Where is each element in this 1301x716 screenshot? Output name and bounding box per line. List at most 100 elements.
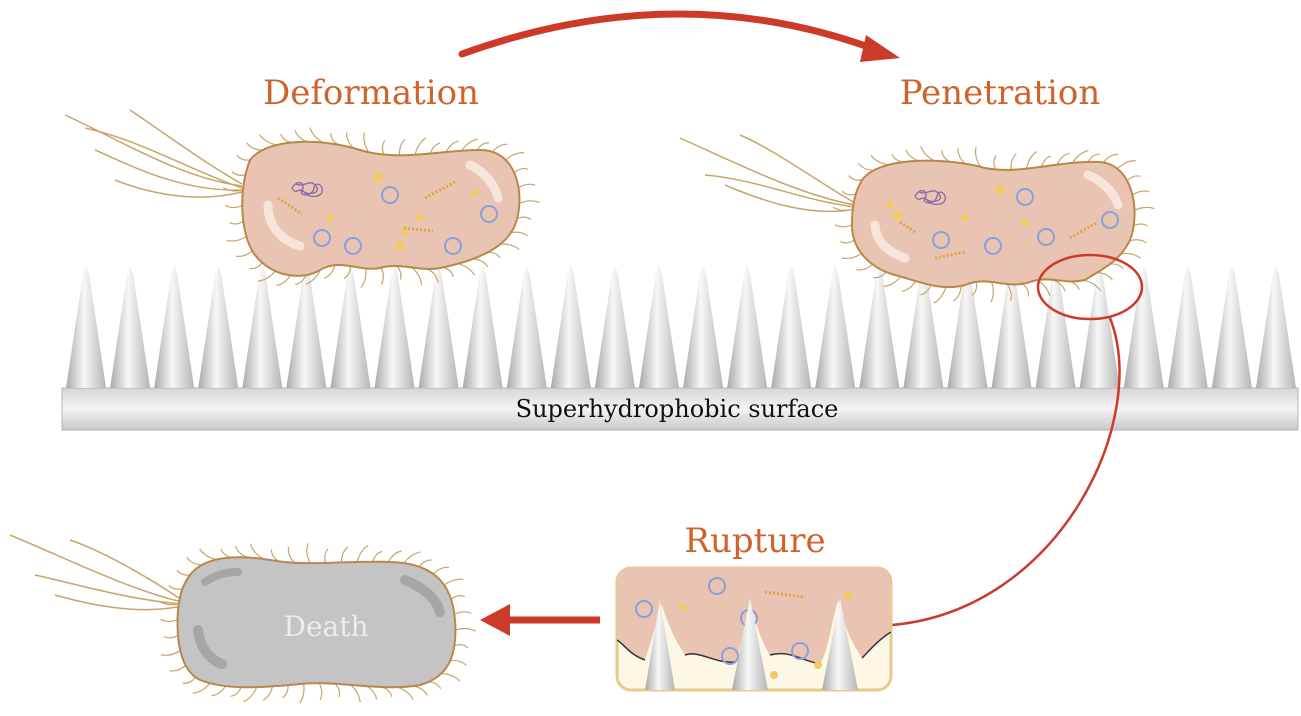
pilus	[294, 130, 308, 143]
pilus	[442, 266, 454, 278]
vesicles	[932, 188, 1119, 255]
nanopillar	[66, 266, 107, 388]
pilus	[222, 187, 244, 192]
pilus	[458, 263, 476, 276]
pilus	[1132, 190, 1150, 196]
pilus	[518, 183, 536, 189]
arrow-left-head	[480, 604, 510, 636]
nanopillar	[242, 266, 283, 388]
nanopillar	[198, 266, 239, 388]
pilus	[169, 664, 187, 672]
zoom-highlight	[1036, 253, 1144, 321]
pilus	[411, 267, 423, 286]
pilus	[1126, 175, 1141, 182]
pilus	[398, 138, 406, 156]
pilus	[454, 644, 469, 649]
pilus	[856, 263, 873, 271]
pilus	[295, 274, 307, 286]
pilus	[186, 556, 202, 566]
nanopillar	[154, 266, 195, 388]
pilus	[971, 281, 978, 296]
pilus	[176, 569, 191, 576]
pilus	[229, 220, 244, 225]
pilus	[387, 550, 402, 563]
pilus	[883, 276, 902, 288]
pilus	[1006, 283, 1012, 301]
pilus	[334, 683, 341, 698]
flagella	[9, 534, 183, 611]
pilus	[199, 548, 217, 561]
pilus	[343, 266, 352, 279]
pilus	[350, 684, 361, 703]
nanopillar	[683, 266, 724, 388]
pilus	[372, 550, 383, 562]
pilus	[324, 548, 329, 564]
pilus	[246, 142, 263, 151]
pilus	[1129, 239, 1147, 244]
nanopillar	[947, 266, 988, 388]
nucleoid	[291, 182, 323, 198]
pilus	[905, 149, 920, 162]
nanopillar	[727, 266, 768, 388]
pilus	[305, 269, 321, 285]
pilus	[1133, 223, 1148, 227]
rupture-inset	[615, 566, 893, 692]
pilus	[309, 127, 324, 144]
pilus	[834, 224, 853, 228]
pilus	[455, 627, 476, 632]
pilus	[158, 600, 179, 606]
pilus	[1021, 283, 1030, 297]
nanopillar	[1255, 266, 1296, 388]
pilus	[418, 559, 432, 568]
pilus	[182, 676, 197, 684]
pilus	[450, 659, 467, 666]
pilus	[1109, 263, 1124, 270]
curved-arrow-head	[860, 35, 900, 62]
pilus	[974, 147, 981, 168]
nanopillar	[771, 266, 812, 388]
pilus	[363, 132, 370, 153]
nanopillar	[903, 266, 944, 388]
nanopillar	[594, 266, 635, 388]
pilus	[414, 137, 427, 155]
pilus	[259, 134, 277, 146]
pilus	[1072, 150, 1089, 164]
label-penetration: Penetration	[900, 73, 1101, 113]
pilus	[280, 133, 293, 144]
pilus	[957, 148, 966, 165]
pilus	[306, 543, 311, 564]
pilus	[990, 281, 994, 303]
nanopillar	[859, 266, 900, 388]
label-deformation: Deformation	[263, 73, 479, 113]
ribosome-chains	[899, 220, 1099, 260]
vesicles	[313, 186, 498, 255]
pilus	[1102, 153, 1119, 163]
label-rupture: Rupture	[684, 521, 825, 561]
nanopillar	[991, 266, 1032, 388]
pilus	[224, 204, 243, 209]
pilus	[1121, 252, 1142, 259]
pilus	[192, 682, 211, 694]
pilus	[287, 546, 295, 564]
pilus	[249, 262, 263, 270]
flagella	[679, 134, 856, 213]
pilus	[168, 584, 183, 590]
pilus	[516, 216, 532, 221]
pilus	[1056, 152, 1070, 165]
pilus	[249, 543, 264, 560]
pilus	[832, 206, 853, 211]
pilus	[901, 280, 917, 292]
pilus	[360, 268, 367, 289]
pilus	[1116, 160, 1136, 170]
bacterium-deformation	[64, 109, 540, 289]
pilus	[891, 153, 904, 163]
pilus	[160, 618, 178, 622]
pilus	[472, 258, 489, 268]
nanopillar	[1211, 266, 1252, 388]
pilus	[1041, 155, 1052, 167]
pilus	[356, 544, 369, 563]
pilus	[340, 546, 349, 563]
pilus	[211, 685, 226, 697]
pilus	[487, 251, 501, 259]
pilus	[231, 171, 246, 176]
